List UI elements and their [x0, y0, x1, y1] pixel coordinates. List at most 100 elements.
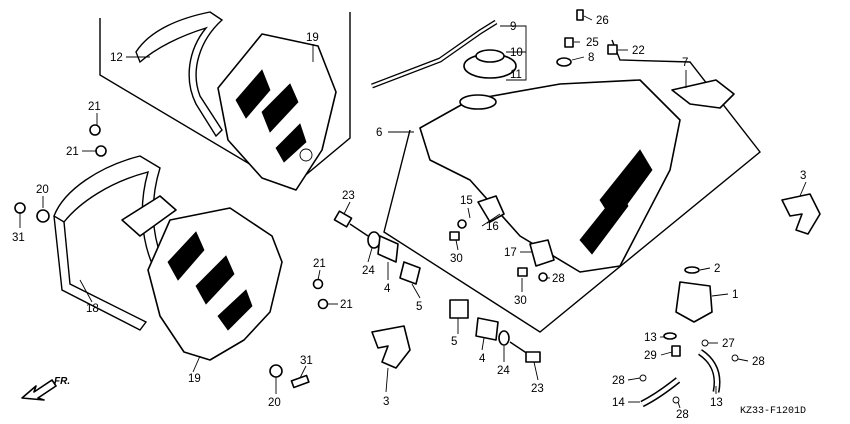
clip-28c [639, 374, 647, 382]
fuel-cap-11-top [475, 49, 505, 63]
callout-22: 22 [632, 45, 645, 57]
o-ring-2 [684, 266, 700, 274]
bolt-31b [290, 374, 310, 389]
fuel-tube-27-inner [641, 378, 680, 406]
callout-26: 26 [596, 15, 609, 27]
screw-29 [671, 345, 681, 357]
bolt-31a [14, 202, 26, 214]
front-direction-indicator: FR. [21, 376, 70, 401]
fuel-tank-group [371, 9, 761, 333]
bolt-30b [517, 267, 528, 277]
callout-3: 3 [383, 396, 389, 408]
washer-20b [538, 272, 548, 282]
bolt-25 [564, 37, 574, 48]
fuel-valve-group [639, 266, 739, 408]
fuel-tube-14-inner [698, 350, 719, 393]
callout-31: 31 [300, 355, 313, 367]
callout-5: 5 [451, 336, 457, 348]
callout-30: 30 [514, 295, 527, 307]
front-label: FR. [54, 376, 70, 387]
shroud-18-graphic [235, 69, 307, 163]
grommet-19a [36, 209, 50, 223]
breather-tube-9-inner [371, 20, 497, 88]
clamp-3-lower [371, 325, 411, 369]
seal-15 [135, 11, 224, 138]
callout-14: 13 [710, 397, 723, 409]
callout-25: 25 [586, 37, 599, 49]
collar-5a [399, 261, 421, 285]
washer-24b [498, 330, 510, 346]
washer-20a [457, 219, 467, 229]
callout-21: 21 [88, 101, 101, 113]
screw-21c [312, 278, 324, 290]
bolt-22 [607, 44, 618, 55]
callout-16: 18 [86, 303, 99, 315]
washer-12 [663, 332, 677, 340]
clip-28b [731, 354, 739, 362]
callout-20: 28 [552, 273, 565, 285]
mount-stack-lower [449, 299, 541, 363]
callout-10: 10 [510, 47, 523, 59]
callout-27: 14 [612, 397, 625, 409]
callout-31: 31 [12, 232, 25, 244]
callout-1: 1 [732, 289, 738, 301]
callout-18: 19 [306, 32, 319, 44]
callout-28: 28 [676, 409, 689, 421]
callout-19: 20 [36, 184, 49, 196]
callout-23: 23 [531, 383, 544, 395]
callout-13: 16 [486, 221, 499, 233]
callout-13: 17 [504, 247, 517, 259]
stay-13b [529, 239, 555, 267]
bolt-23b-shank [509, 341, 529, 355]
callout-17: 19 [188, 373, 201, 385]
bolt-23b [525, 351, 541, 363]
callout-23: 23 [342, 190, 355, 202]
bolt-26 [576, 9, 584, 21]
bolt-23a [333, 210, 353, 228]
front-arrow-icon [21, 379, 57, 401]
clip-28d [672, 396, 680, 404]
mount-stack-upper [333, 210, 421, 285]
seal-16-lower [53, 215, 148, 331]
callout-15: 12 [110, 52, 123, 64]
callout-21: 21 [66, 146, 79, 158]
shroud-17-graphic [167, 231, 253, 331]
callout-30: 30 [450, 253, 463, 265]
callout-labels: 12 19 21 21 20 31 18 19 21 21 31 20 23 2… [12, 15, 806, 421]
screw-21d [317, 298, 329, 310]
fuel-valve-1 [675, 281, 713, 323]
shroud-17-tab [121, 195, 177, 237]
band-7 [671, 79, 735, 109]
damper-4b [475, 317, 499, 341]
callout-19: 20 [268, 397, 281, 409]
callout-29: 29 [644, 350, 657, 362]
callout-9: 9 [510, 21, 516, 33]
callout-3: 3 [800, 170, 806, 182]
leader-lines [19, 15, 807, 409]
damper-4a [377, 235, 399, 263]
shroud-18-hole [299, 148, 313, 162]
cushion-8 [556, 57, 572, 67]
callout-6: 6 [376, 127, 382, 139]
lower-shroud-group [53, 155, 283, 361]
callout-12: 13 [644, 332, 657, 344]
callout-24: 24 [362, 265, 375, 277]
fuel-tank-filler-neck [459, 94, 497, 110]
group-outline-tank [383, 39, 761, 333]
collar-5b [449, 299, 469, 319]
upper-shroud-group [99, 11, 351, 191]
diagram-code: KZ33-F1201D [740, 406, 806, 417]
screw-21a [89, 124, 101, 136]
grommet-19b [269, 364, 283, 378]
bolt-23a-shank [349, 223, 369, 237]
callout-5: 5 [416, 301, 422, 313]
callout-2: 2 [714, 263, 720, 275]
callout-4: 4 [479, 353, 486, 365]
callout-7: 7 [682, 57, 688, 69]
callout-4: 4 [384, 283, 391, 295]
callout-28: 28 [612, 375, 625, 387]
screw-21b [95, 145, 107, 157]
clamp-3-right [781, 193, 821, 235]
